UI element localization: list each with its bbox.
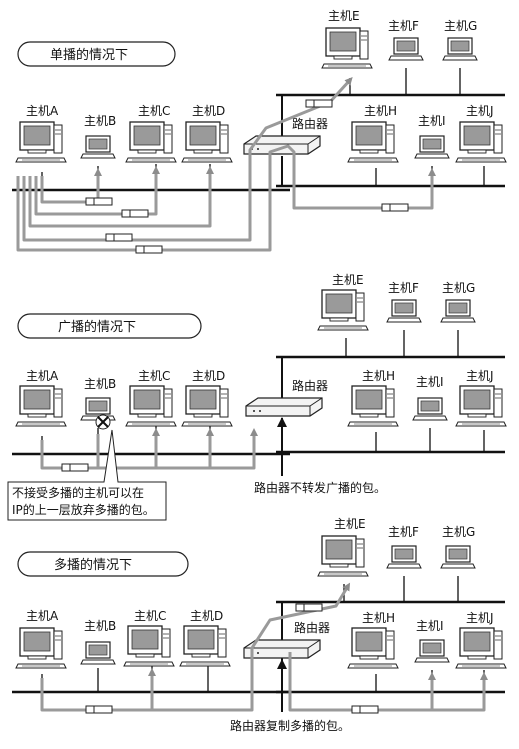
multicast-title: 多播的情况下 [54,557,132,573]
host-label: 主机J [466,369,494,383]
computer-icon [179,625,231,667]
computer-icon [15,627,67,669]
host-label: 主机I [416,375,444,389]
host-f-label: 主机F [388,19,419,33]
host-label: 主机B [84,377,116,391]
packet-icon [85,705,113,714]
router-label: 路由器 [292,116,328,131]
notebook-icon [80,641,116,665]
computer-icon [125,385,177,427]
computer-icon [123,625,175,667]
host-label: 主机E [334,517,366,531]
host-label: 主机B [84,619,116,633]
host-g-notebook-icon [442,37,478,61]
host-label: 主机E [332,273,364,287]
host-c-label: 主机C [138,104,170,118]
broadcast-title-pill [17,313,202,339]
host-b-notebook-icon [80,135,116,159]
host-label: 路由器 [292,378,328,393]
host-j-computer-icon [455,121,507,163]
host-i-label: 主机I [418,114,446,128]
unicast-section: 单播的情况下 主机A 主机B 主机C 主 [12,9,507,254]
host-a-computer-icon [15,121,67,163]
host-label: 主机C [134,609,166,623]
unicast-title: 单播的情况下 [50,47,128,63]
host-h-label: 主机H [364,104,397,118]
host-h-computer-icon [347,121,399,163]
computer-icon [455,385,507,427]
host-g-label: 主机G [444,19,477,33]
callout-line-1: 不接受多播的主机可以在 [12,485,144,500]
computer-icon [347,385,399,427]
host-d-label: 主机D [192,104,225,118]
host-c-computer-icon [125,121,177,163]
host-i-notebook-icon [414,135,450,159]
host-label: 主机D [192,369,225,383]
packet-icon [105,233,133,242]
host-label: 主机F [388,525,419,539]
host-label: 主机I [416,619,444,633]
notebook-icon [386,545,422,569]
discard-x-icon [95,414,111,430]
broadcast-router-note: 路由器不转发广播的包。 [254,480,386,495]
host-e-computer-icon [321,27,373,69]
host-e-label: 主机E [328,9,360,23]
host-label: 主机D [190,609,223,623]
notebook-icon [386,299,422,323]
multicast-router-note: 路由器复制多播的包。 [230,718,350,733]
host-label: 主机G [442,281,475,295]
computer-icon [15,385,67,427]
host-label: 主机A [26,609,59,623]
host-label: 主机H [362,611,395,625]
host-label: 主机J [466,611,494,625]
host-label: 主机C [138,369,170,383]
host-a-label: 主机A [26,104,59,118]
host-label: 路由器 [294,620,330,635]
multicast-title-pill [17,551,189,577]
host-b-label: 主机B [84,114,116,128]
packet-icon [135,245,163,254]
packet-icon [121,209,149,218]
packet-icon [295,603,323,612]
computer-icon [347,627,399,669]
host-label: 主机H [362,369,395,383]
notebook-icon [440,545,476,569]
notebook-icon [414,639,450,663]
callout-bubble [7,429,167,521]
packet-icon [85,197,113,206]
computer-icon [455,627,507,669]
host-j-label: 主机J [466,104,494,118]
host-label: 主机F [388,281,419,295]
broadcast-section: 广播的情况下 主机A 主机B 主机C 主机D 主机E 主机F 主机G [7,273,507,521]
router-icon [245,397,323,417]
packet-icon [61,463,89,472]
notebook-icon [440,299,476,323]
computer-icon [181,385,233,427]
packet-icon [305,99,333,108]
computer-icon [317,289,369,331]
notebook-icon [412,397,448,421]
host-f-notebook-icon [388,37,424,61]
packet-icon [381,203,409,212]
callout-line-2: IP的上一层放弃多播的包。 [12,502,155,517]
packet-icon [351,705,379,714]
broadcast-title: 广播的情况下 [58,319,136,335]
unicast-title-pill [17,41,176,67]
computer-icon [317,535,369,577]
multicast-section: 多播的情况下 主机A 主机B 主机C 主机D 主机E 主机F 主机G [12,517,507,733]
host-d-computer-icon [181,121,233,163]
host-label: 主机A [26,369,59,383]
host-label: 主机G [442,525,475,539]
